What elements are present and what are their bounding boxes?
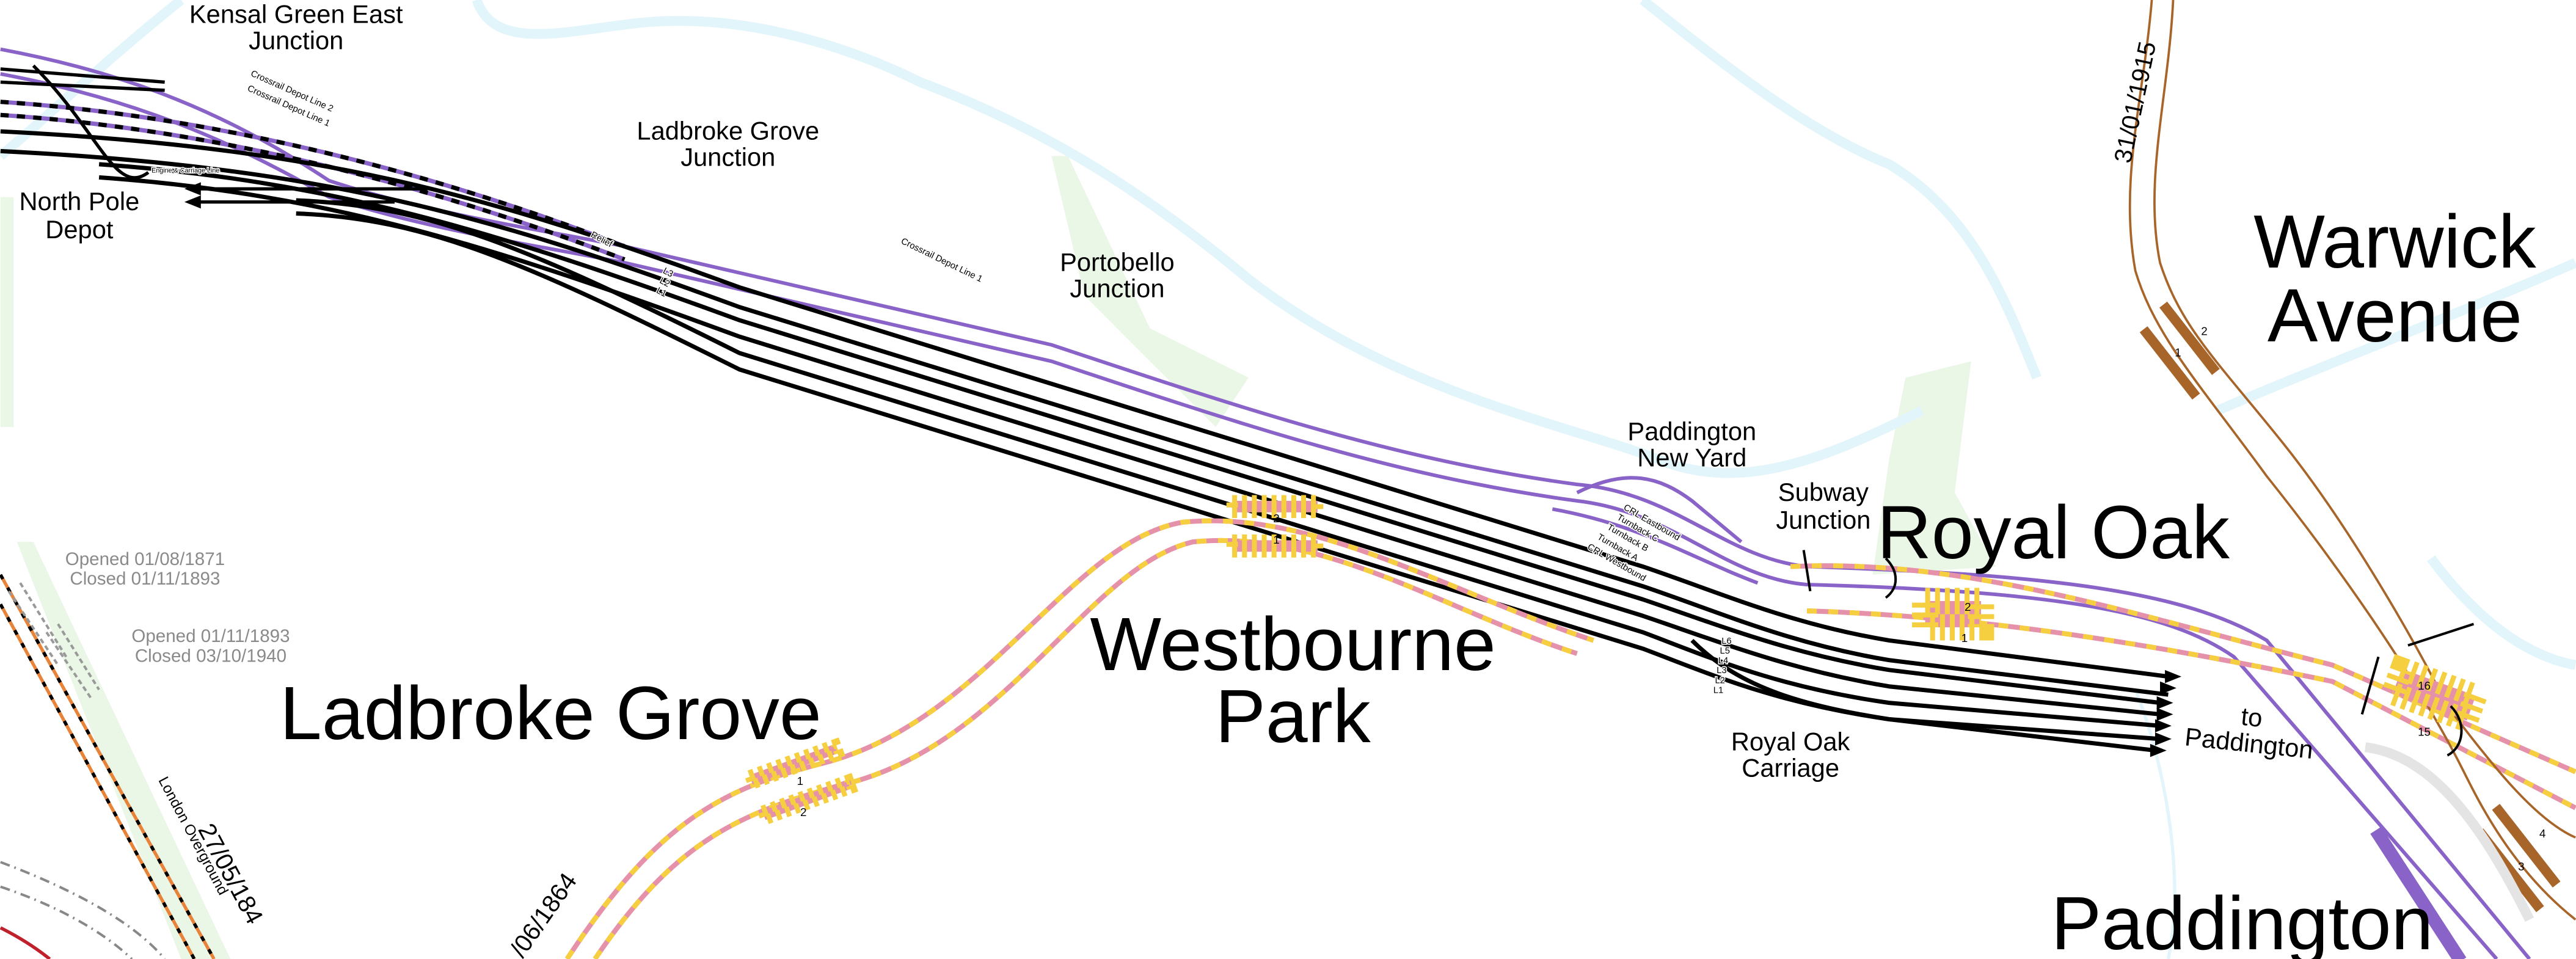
l2-lower-label: L2 (1715, 676, 1724, 685)
north-pole-label-2: Depot (45, 215, 114, 244)
platform-number: 1 (2175, 346, 2181, 359)
ladbroke-junction-label-1: Ladbroke Grove (637, 117, 819, 145)
platform-number: 3 (2518, 860, 2524, 873)
overground-tracks (0, 574, 216, 959)
platform-number: 1 (1273, 533, 1279, 546)
platform-number: 2 (1273, 512, 1279, 525)
subway-label-1: Subway (1778, 478, 1869, 506)
kensal-green-label-1: Kensal Green East (189, 0, 403, 29)
bakerloo-date: 31/01/1915 (2108, 39, 2161, 166)
station-ladbroke-grove[interactable]: Ladbroke Grove (280, 671, 822, 756)
new-yard-label-2: New Yard (1637, 443, 1746, 472)
bakerloo-tracks (2128, 0, 2576, 921)
portobello-label-1: Portobello (1060, 248, 1175, 277)
station-warwick-avenue-line2[interactable]: Avenue (2268, 274, 2522, 358)
l3-lower-label: L3 (1717, 666, 1726, 676)
north-pole-arrows (184, 182, 201, 209)
platform-numbers: 1 2 2 1 2 1 16 15 2 1 4 3 (797, 324, 2546, 872)
ladbroke-junction-label-2: Junction (680, 143, 775, 172)
platform-number: 4 (2539, 827, 2545, 840)
north-pole-label-1: North Pole (19, 187, 139, 216)
l4-label: L4 (1718, 656, 1728, 666)
l1-lower-label: L1 (1713, 685, 1723, 695)
platform-number: 2 (1965, 600, 1971, 613)
l6-label: L6 (1721, 636, 1731, 646)
kensal-green-label-2: Junction (249, 26, 343, 55)
hammersmith-city-tracks (564, 518, 2576, 959)
disused-track (2365, 742, 2534, 922)
old-station-2-closed: Closed 03/10/1940 (135, 646, 286, 666)
carriage-label-2: Carriage (1742, 754, 1839, 782)
platform-number: 2 (800, 806, 806, 819)
main-line-tracks (0, 64, 2169, 753)
platform-number: 2 (2201, 324, 2207, 337)
subway-label-2: Junction (1776, 506, 1870, 534)
old-station-1-closed: Closed 01/11/1893 (70, 569, 220, 589)
station-labels: Ladbroke Grove Westbourne Park Royal Oak… (280, 200, 2537, 959)
carriage-label-1: Royal Oak (1731, 727, 1850, 756)
platform-number: 1 (797, 775, 803, 787)
platform-number: 16 (2418, 679, 2431, 692)
to-paddington-arrows (2150, 669, 2181, 757)
junction-labels: Kensal Green East Junction Ladbroke Grov… (19, 0, 2315, 782)
platform-number: 1 (1961, 632, 1968, 644)
old-station-1-opened: Opened 01/08/1871 (65, 549, 225, 569)
junction-markers (1802, 550, 2475, 757)
hc-platforms (743, 495, 2491, 826)
portobello-label-2: Junction (1070, 274, 1164, 303)
station-westbourne-park-line2[interactable]: Park (1215, 674, 1371, 759)
station-royal-oak[interactable]: Royal Oak (1877, 490, 2230, 575)
hc-date: /06/1864 (504, 867, 582, 959)
old-station-2-opened: Opened 01/11/1893 (131, 626, 290, 646)
engine-carriage-label: Engine & Carriage Line (151, 167, 219, 174)
l5-label: L5 (1720, 646, 1730, 656)
platform-number: 15 (2418, 725, 2431, 738)
track-labels: Crossrail Depot Line 2 Crossrail Depot L… (151, 68, 1733, 898)
station-westbourne-park-line1[interactable]: Westbourne (1090, 602, 1495, 687)
to-paddington-label-1: to (2239, 702, 2263, 732)
station-warwick-avenue-line1[interactable]: Warwick (2253, 200, 2537, 284)
new-yard-label-1: Paddington (1627, 417, 1756, 445)
depot-line-1-label-2: Crossrail Depot Line 1 (899, 236, 983, 284)
station-paddington[interactable]: Paddington (2051, 881, 2434, 959)
